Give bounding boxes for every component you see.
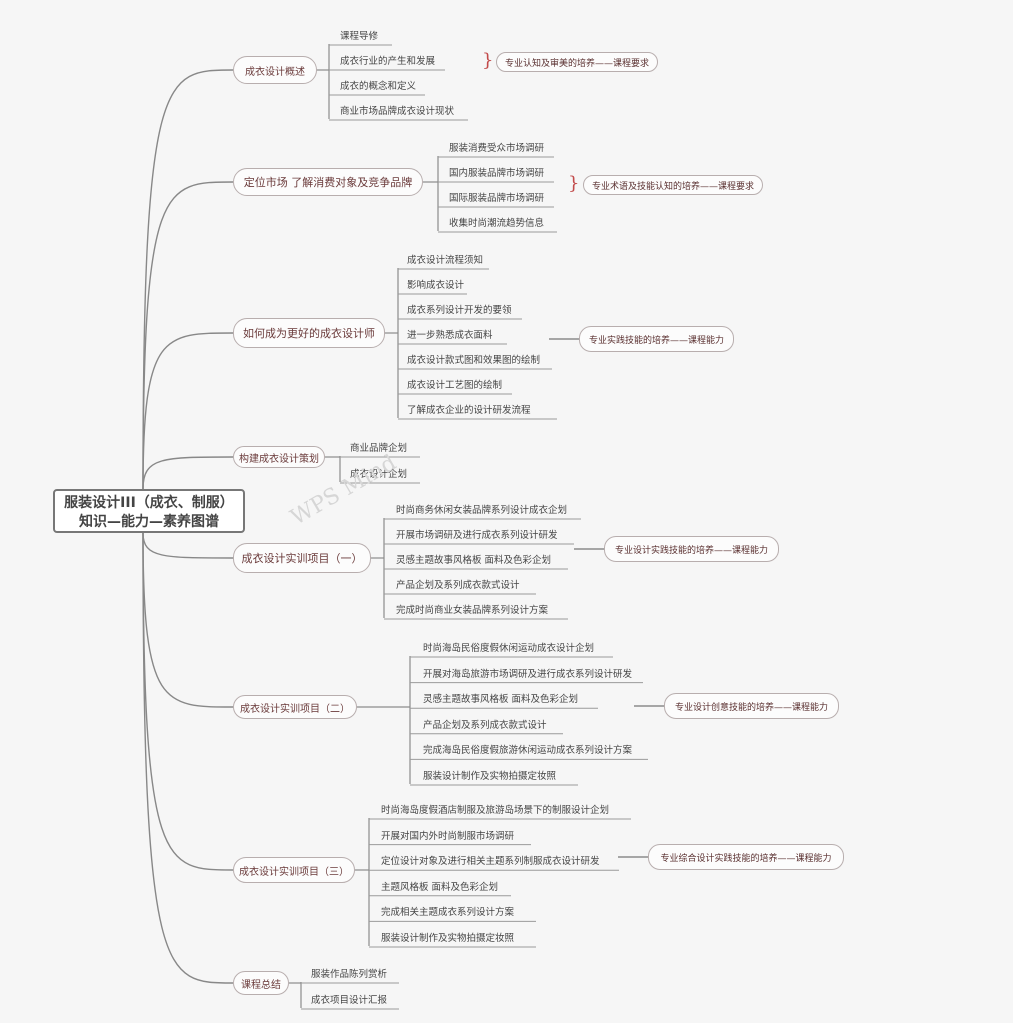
leaf-item: 灵感主题故事风格板 面料及色彩企划 (423, 694, 579, 706)
leaf-item: 成衣的概念和定义 (340, 81, 417, 92)
leaf-item: 服装消费受众市场调研 (449, 143, 545, 154)
leaf-item: 国际服装品牌市场调研 (449, 193, 545, 204)
leaf-item: 成衣设计款式图和效果图的绘制 (407, 355, 541, 366)
red-brace-icon: } (482, 50, 494, 71)
root-connector-2 (142, 332, 234, 490)
branch-node-6[interactable]: 成衣设计实训项目（三） (233, 857, 355, 883)
branch-node-5[interactable]: 成衣设计实训项目（二） (233, 695, 357, 719)
leaf-item: 商业市场品牌成衣设计现状 (340, 106, 455, 117)
leaf-item: 开展市场调研及进行成衣系列设计研发 (396, 530, 558, 541)
leaf-item: 时尚海岛度假酒店制服及旅游岛场景下的制服设计企划 (381, 805, 610, 816)
root-title-line1: 服装设计III（成衣、制服） (64, 495, 234, 511)
leaf-item: 产品企划及系列成衣款式设计 (396, 580, 520, 591)
branch-node-1[interactable]: 定位市场 了解消费对象及竞争品牌 (233, 168, 423, 196)
leaf-item: 成衣设计企划 (350, 469, 408, 480)
leaf-item: 影响成衣设计 (407, 280, 465, 291)
root-connector-4 (142, 532, 234, 559)
leaf-item: 开展对海岛旅游市场调研及进行成衣系列设计研发 (423, 668, 633, 680)
leaf-item: 时尚商务休闲女装品牌系列设计成衣企划 (396, 505, 568, 516)
leaf-item: 成衣设计流程须知 (407, 255, 484, 266)
leaf-item: 成衣系列设计开发的要领 (407, 305, 512, 316)
root-node[interactable]: 服装设计III（成衣、制服） 知识—能力—素养图谱 (53, 489, 245, 533)
root-connector-5 (142, 532, 234, 708)
branch-node-2[interactable]: 如何成为更好的成衣设计师 (233, 318, 385, 348)
leaf-item: 定位设计对象及进行相关主题系列制服成衣设计研发 (381, 856, 600, 868)
branch-node-3[interactable]: 构建成衣设计策划 (233, 446, 325, 468)
branch-node-7[interactable]: 课程总结 (233, 971, 289, 995)
leaf-item: 进一步熟悉成衣面料 (407, 330, 493, 341)
leaf-item: 服装设计制作及实物拍摄定妆照 (423, 771, 557, 782)
leaf-item: 国内服装品牌市场调研 (449, 168, 545, 179)
root-connector-3 (142, 456, 234, 490)
leaf-item: 完成相关主题成衣系列设计方案 (381, 907, 515, 919)
goal-box-1[interactable]: 专业术语及技能认知的培养——课程要求 (583, 175, 763, 195)
leaf-item: 主题风格板 面料及色彩企划 (381, 881, 499, 893)
leaf-item: 服装设计制作及实物拍摄定妆照 (381, 933, 515, 944)
red-brace-icon: } (568, 173, 580, 194)
branch-node-0[interactable]: 成衣设计概述 (233, 56, 317, 84)
leaf-item: 服装作品陈列赏析 (311, 969, 388, 980)
root-title-line2: 知识—能力—素养图谱 (79, 514, 219, 530)
root-connector-0 (142, 69, 234, 490)
goal-box-5[interactable]: 专业设计创意技能的培养——课程能力 (664, 693, 839, 719)
root-connector-1 (142, 181, 234, 490)
goal-box-6[interactable]: 专业综合设计实践技能的培养——课程能力 (648, 844, 844, 870)
leaf-item: 时尚海岛民俗度假休闲运动成衣设计企划 (423, 643, 595, 654)
leaf-item: 了解成衣企业的设计研发流程 (407, 405, 531, 416)
root-connector-6 (142, 532, 234, 871)
leaf-item: 成衣项目设计汇报 (311, 995, 388, 1006)
leaf-item: 商业品牌企划 (350, 443, 408, 454)
leaf-item: 收集时尚潮流趋势信息 (449, 218, 545, 229)
leaf-item: 开展对国内外时尚制服市场调研 (381, 830, 515, 842)
leaf-item: 完成时尚商业女装品牌系列设计方案 (396, 605, 549, 616)
leaf-item: 灵感主题故事风格板 面料及色彩企划 (396, 555, 552, 566)
leaf-item: 产品企划及系列成衣款式设计 (423, 719, 547, 731)
goal-box-4[interactable]: 专业设计实践技能的培养——课程能力 (604, 536, 779, 562)
root-connector-7 (142, 532, 234, 984)
goal-box-2[interactable]: 专业实践技能的培养——课程能力 (579, 326, 734, 352)
leaf-item: 成衣设计工艺图的绘制 (407, 380, 503, 391)
leaf-item: 成衣行业的产生和发展 (340, 56, 436, 67)
leaf-item: 课程导修 (340, 31, 379, 42)
goal-box-0[interactable]: 专业认知及审美的培养——课程要求 (496, 52, 658, 72)
branch-node-4[interactable]: 成衣设计实训项目（一） (233, 543, 371, 573)
leaf-item: 完成海岛民俗度假旅游休闲运动成衣系列设计方案 (423, 745, 633, 757)
